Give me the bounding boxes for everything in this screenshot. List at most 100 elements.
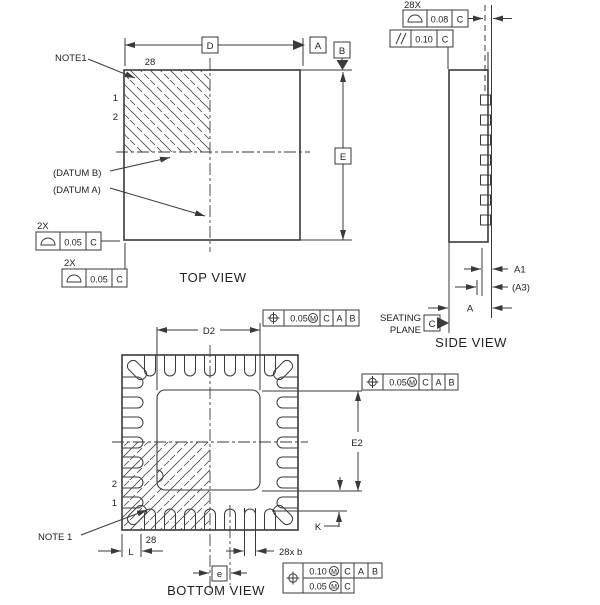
- seating-datum-triangle-icon: [437, 317, 449, 329]
- package-outline: [123, 69, 301, 241]
- dim-e-label: E: [340, 152, 346, 163]
- bottom-view-title: BOTTOM VIEW: [167, 583, 265, 598]
- position-symbol-icon: [267, 312, 280, 324]
- datum-ref: A: [435, 378, 441, 388]
- lead-coplanarity-tol: 0.08: [431, 15, 449, 25]
- parallelism-icon: [395, 32, 407, 45]
- note1-label: NOTE 1: [38, 532, 72, 543]
- side-view: 28X 0.08 C 0.10 C A1 (A3) A SEATING PLAN…: [380, 0, 530, 350]
- parallelism-datum: C: [442, 35, 449, 45]
- frame: [361, 373, 459, 391]
- position-frame-right: 0.05 M C A B: [361, 373, 459, 391]
- pad: [164, 355, 176, 377]
- dim-d2-label: D2: [203, 326, 215, 337]
- seating-datum-label: C: [429, 319, 436, 330]
- datum-ref: A: [358, 567, 364, 577]
- top-pads: [144, 355, 276, 377]
- pin1-hatch-area: [122, 442, 210, 530]
- note1-label: NOTE1: [55, 53, 87, 64]
- datum-a-callout: (DATUM A): [53, 185, 101, 196]
- pad: [276, 396, 298, 409]
- dim-a-label: A: [467, 304, 474, 315]
- lead: [480, 154, 491, 166]
- lead: [480, 94, 491, 106]
- profile-surface-icon: [407, 14, 423, 23]
- tolerance-value: 0.05: [389, 378, 407, 388]
- lead: [480, 134, 491, 146]
- datum-b-triangle-icon: [336, 60, 349, 70]
- coplanarity2-tol: 0.05: [90, 275, 108, 285]
- dim-e-box: [334, 147, 352, 165]
- mmc-modifier-label: M: [331, 584, 337, 591]
- pad: [276, 416, 298, 429]
- dim-a3-label: (A3): [512, 283, 530, 294]
- pin2-label: 2: [112, 479, 117, 490]
- lead: [480, 174, 491, 186]
- parallelism-frame: [389, 29, 454, 48]
- pad: [244, 508, 256, 530]
- position-symbol-icon: [366, 376, 379, 388]
- position-symbol-icon: [286, 571, 300, 585]
- coplanarity2-datum: C: [116, 275, 123, 285]
- tolerance-value: 0.05: [309, 582, 327, 592]
- top-view-title: TOP VIEW: [179, 270, 246, 285]
- seating-plane-label-1: SEATING: [380, 313, 421, 324]
- mmc-modifier-icon: [407, 377, 417, 387]
- profile-surface-icon: [40, 237, 56, 246]
- frame: [262, 309, 360, 327]
- profile-surface-icon: [66, 274, 82, 283]
- pad: [276, 456, 298, 469]
- dim-k-label: K: [315, 522, 322, 533]
- tolerance-value: 0.10: [309, 567, 327, 577]
- pin1-label: 1: [113, 93, 118, 104]
- parallelism-tol: 0.10: [415, 35, 433, 45]
- pad: [276, 376, 298, 389]
- seating-plane-label-2: PLANE: [390, 325, 421, 336]
- mmc-modifier-icon: [308, 313, 318, 323]
- datum-ref: C: [422, 378, 429, 388]
- side-view-title: SIDE VIEW: [435, 335, 507, 350]
- datum-ref: C: [323, 314, 330, 324]
- datum-b-leader: [109, 156, 171, 172]
- datum-b-callout: (DATUM B): [53, 168, 101, 179]
- package-body: [448, 69, 489, 243]
- dim-e2-label: E2: [351, 438, 363, 449]
- datum-ref: C: [344, 567, 351, 577]
- dim-b-label: 28x b: [279, 547, 302, 558]
- lead: [480, 214, 491, 226]
- mmc-modifier-label: M: [331, 569, 337, 576]
- datum-a-leader: [109, 187, 206, 217]
- pad: [144, 355, 156, 377]
- dim-a1-label: A1: [514, 265, 526, 276]
- pad: [264, 355, 276, 377]
- mmc-modifier-label: M: [409, 380, 415, 387]
- lead: [480, 194, 491, 206]
- corner-pad: [272, 359, 294, 381]
- pin1-label: 1: [112, 498, 117, 509]
- datum-a-triangle-icon: [293, 40, 305, 50]
- position-frame-bottom: 0.10 M C A B 0.05 M C: [282, 562, 383, 594]
- coplanarity2-frame: [61, 268, 128, 288]
- pad: [184, 355, 196, 377]
- position-frame-top: 0.05 M C A B: [262, 309, 360, 327]
- datum-ref: A: [336, 314, 342, 324]
- datum-ref: B: [448, 378, 454, 388]
- dim-e-label: e: [217, 569, 222, 580]
- dim-d-label: D: [207, 41, 214, 52]
- pad: [122, 396, 144, 409]
- coplanarity1-datum: C: [90, 238, 97, 248]
- pad: [264, 508, 276, 530]
- datum-ref: B: [372, 567, 378, 577]
- pin28-label: 28: [146, 535, 157, 546]
- coplanarity2-qty: 2X: [64, 258, 76, 269]
- pin2-label: 2: [113, 112, 118, 123]
- corner-pad: [126, 359, 148, 381]
- pin28-label: 28: [145, 57, 156, 68]
- dim-e-box: [211, 565, 228, 582]
- corner-pad: [272, 504, 294, 526]
- coplanarity1-tol: 0.05: [64, 238, 82, 248]
- pad: [276, 496, 298, 509]
- dim-l-label: L: [128, 547, 133, 558]
